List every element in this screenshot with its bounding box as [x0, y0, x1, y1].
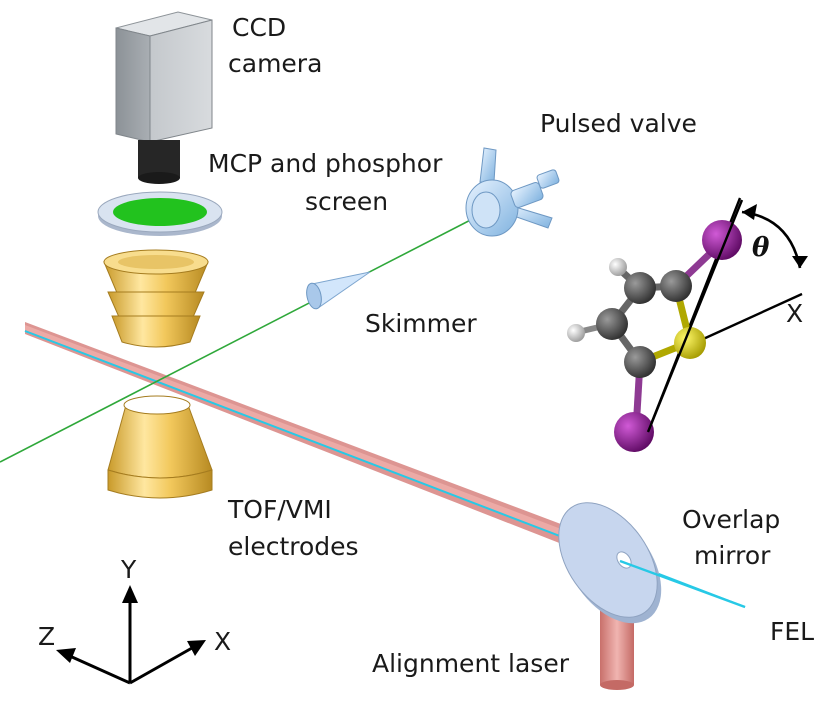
lab-axes-icon	[56, 585, 206, 685]
fel-label: FEL	[770, 617, 814, 646]
theta-label: θ	[752, 233, 770, 263]
skimmer-icon	[306, 271, 371, 310]
overlap-label-line1: Overlap	[682, 505, 780, 534]
molecular-beam	[0, 210, 489, 463]
mcp-label-line1: MCP and phosphor	[208, 149, 443, 178]
molecule-axis-label: X	[786, 299, 803, 328]
tof-vmi-lower-electrodes-icon	[107, 395, 213, 499]
fel-beam-exit	[619, 559, 746, 609]
ccd-label-line2: camera	[228, 49, 322, 78]
axis-y-label: Y	[120, 555, 137, 584]
molecular-axis-line	[646, 199, 744, 433]
tof-label-line1: TOF/VMI	[227, 495, 332, 524]
ccd-label-line1: CCD	[232, 13, 286, 42]
overlap-label-line2: mirror	[694, 541, 771, 570]
pulsed-valve-label: Pulsed valve	[540, 109, 697, 138]
axis-x-label: X	[214, 627, 231, 656]
ccd-camera-icon	[115, 11, 213, 184]
tof-vmi-upper-electrodes-icon	[103, 249, 209, 348]
axis-z-label: Z	[38, 622, 55, 651]
molecule-icon	[567, 197, 808, 452]
tof-label-line2: electrodes	[228, 532, 359, 561]
alignment-laser-label: Alignment laser	[372, 649, 570, 678]
mcp-label-line2: screen	[305, 187, 388, 216]
skimmer-label: Skimmer	[365, 309, 477, 338]
mcp-phosphor-screen-icon	[97, 191, 223, 236]
pulsed-valve-icon	[465, 147, 560, 237]
